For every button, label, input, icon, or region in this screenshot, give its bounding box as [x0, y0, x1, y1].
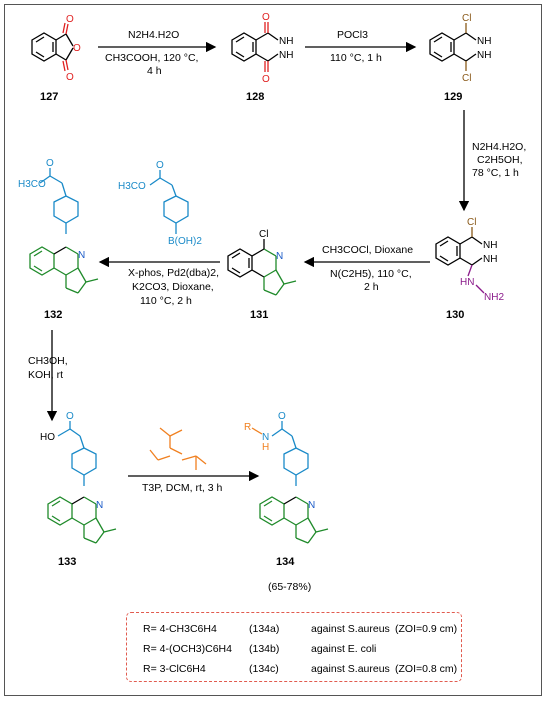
- atom-O: O: [262, 74, 270, 85]
- atom-NH: NH: [483, 254, 497, 265]
- compound-131-structure: [227, 239, 297, 296]
- atom-Cl: Cl: [467, 217, 476, 228]
- atom-NH: NH: [279, 50, 293, 61]
- atom-O: O: [66, 411, 74, 422]
- step3-reagent: N2H4.H2O,: [472, 141, 526, 153]
- atom-O: O: [46, 158, 54, 169]
- atom-HN: HN: [460, 277, 474, 288]
- step2-condition: 110 °C, 1 h: [330, 52, 382, 64]
- legend-substituent: R= 4-CH3C6H4: [143, 623, 217, 635]
- atom-O: O: [73, 43, 81, 54]
- compound-130-structure: [435, 227, 485, 294]
- atom-N: N: [308, 500, 315, 511]
- step7-condition: T3P, DCM, rt, 3 h: [142, 482, 222, 494]
- legend-zoi: (ZOI=0.9 cm): [395, 623, 458, 635]
- compound-133-label: 133: [58, 556, 76, 568]
- atom-H3CO: H3CO: [18, 179, 46, 190]
- step1-time: 4 h: [147, 65, 162, 77]
- atom-NH: NH: [477, 50, 491, 61]
- step4-time: 2 h: [364, 281, 379, 293]
- compound-130-label: 130: [446, 309, 464, 321]
- legend-activity: against S.aureus: [311, 623, 390, 635]
- atom-NH: NH: [477, 36, 491, 47]
- atom-N: N: [96, 500, 103, 511]
- step3-condition: 78 °C, 1 h: [472, 167, 519, 179]
- atom-O: O: [66, 14, 74, 25]
- compound-128-label: 128: [246, 91, 264, 103]
- dipea-reagent-structure: [149, 427, 207, 470]
- compound-132-label: 132: [44, 309, 62, 321]
- legend-substituent: R= 4-(OCH3)C6H4: [143, 643, 232, 655]
- legend-code: (134c): [249, 663, 279, 675]
- atom-R: R: [244, 422, 251, 433]
- atom-N: N: [78, 250, 85, 261]
- substituent-legend: R= 4-CH3C6H4 (134a) against S.aureus (ZO…: [126, 612, 462, 682]
- step6-solvent: CH3OH,: [28, 355, 68, 367]
- yield-text: (65-78%): [268, 581, 311, 593]
- compound-132-structure: [29, 168, 99, 294]
- step3-solvent: C2H5OH,: [477, 154, 523, 166]
- legend-zoi: (ZOI=0.8 cm): [395, 663, 458, 675]
- atom-H: H: [262, 442, 269, 453]
- compound-134-structure: [251, 421, 329, 544]
- compound-133-structure: [47, 421, 117, 544]
- step5-catalyst: X-phos, Pd2(dba)2,: [128, 267, 219, 279]
- legend-code: (134a): [249, 623, 280, 635]
- step4-reagent: CH3COCl, Dioxane: [322, 244, 413, 256]
- compound-127-structure: [31, 22, 74, 72]
- compound-127-label: 127: [40, 91, 58, 103]
- atom-Cl: Cl: [259, 229, 268, 240]
- step1-reagent: N2H4.H2O: [128, 29, 179, 41]
- atom-NH2: NH2: [484, 292, 504, 303]
- atom-H3CO: H3CO: [118, 181, 146, 192]
- step5-condition: 110 °C, 2 h: [140, 295, 192, 307]
- atom-NH: NH: [483, 240, 497, 251]
- atom-N: N: [262, 432, 269, 443]
- compound-128-structure: [231, 22, 279, 72]
- atom-O: O: [66, 72, 74, 83]
- step1-condition: CH3COOH, 120 °C,: [105, 52, 198, 64]
- scheme-frame: [4, 4, 542, 696]
- atom-Cl: Cl: [462, 73, 471, 84]
- compound-134-label: 134: [276, 556, 295, 568]
- step4-condition: N(C2H5), 110 °C,: [330, 268, 412, 280]
- atom-N: N: [276, 251, 283, 262]
- atom-O: O: [262, 12, 270, 23]
- legend-code: (134b): [249, 643, 280, 655]
- atom-HO: HO: [40, 432, 55, 443]
- atom-NH: NH: [279, 36, 293, 47]
- legend-activity: against E. coli: [311, 643, 377, 655]
- atom-Cl: Cl: [462, 13, 471, 24]
- step5-base: K2CO3, Dioxane,: [132, 281, 214, 293]
- legend-substituent: R= 3-ClC6H4: [143, 663, 206, 675]
- compound-129-structure: [429, 23, 477, 71]
- boronic-ester-reagent-structure: [149, 170, 189, 234]
- compound-129-label: 129: [444, 91, 462, 103]
- atom-O: O: [156, 160, 164, 171]
- step2-reagent: POCl3: [337, 29, 368, 41]
- compound-131-label: 131: [250, 309, 268, 321]
- step6-base: KOH, rt: [28, 369, 63, 381]
- legend-activity: against S.aureus: [311, 663, 390, 675]
- atom-O: O: [278, 411, 286, 422]
- atom-B-OH2: B(OH)2: [168, 236, 202, 247]
